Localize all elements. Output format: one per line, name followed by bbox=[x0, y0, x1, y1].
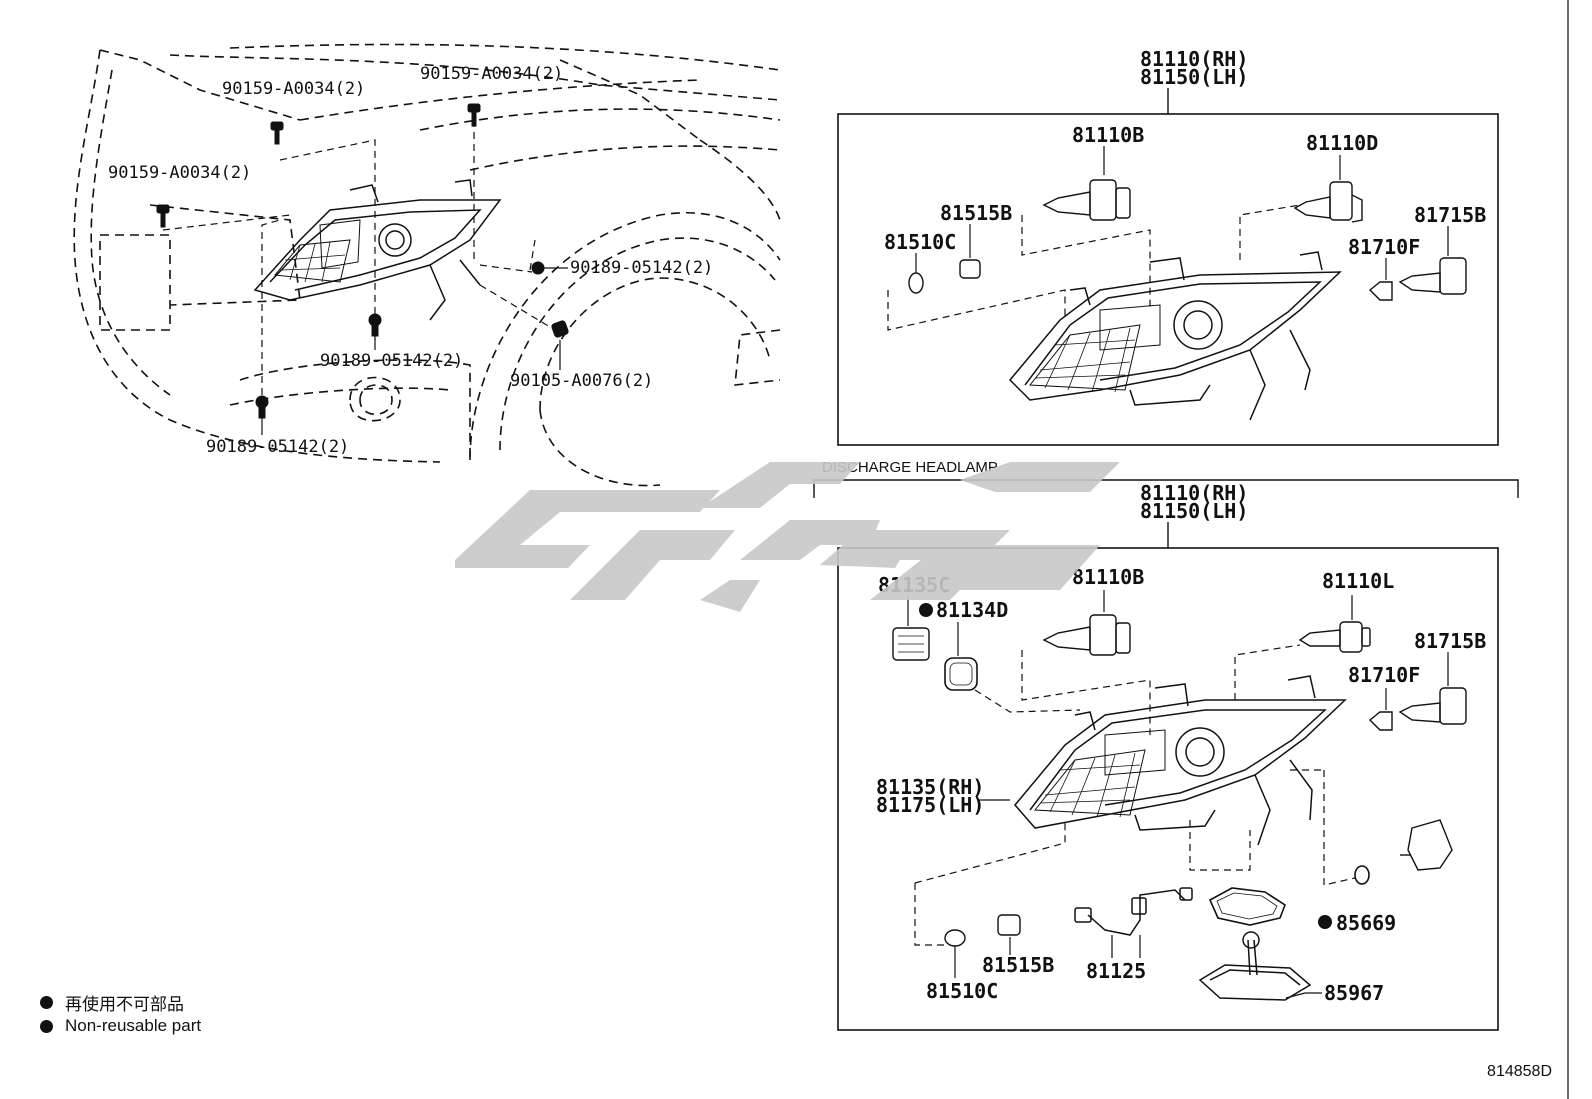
bulb-81510C-discharge bbox=[944, 929, 966, 947]
bulb-81110B-halogen bbox=[1042, 179, 1131, 221]
label-upper-6: 90189-05142(2) bbox=[206, 437, 349, 457]
upper-labels: 90159-A0034(2) 90159-A0034(2) 90159-A003… bbox=[108, 64, 713, 457]
legend-text-en: Non-reusable part bbox=[65, 1016, 202, 1035]
halogen-title-rh: 81110(RH) bbox=[1140, 47, 1248, 71]
bulb-81710F-halogen bbox=[1368, 281, 1393, 301]
discharge-part-81110L: 81110L bbox=[1322, 569, 1394, 593]
bullet-icon bbox=[40, 996, 53, 1009]
label-upper-4: 90189-05142(2) bbox=[320, 351, 463, 371]
discharge-heading: DISCHARGE HEADLAMP bbox=[822, 459, 998, 476]
bulb-81510C-halogen bbox=[908, 272, 924, 294]
bulb-81110B-discharge bbox=[1042, 614, 1131, 656]
socket-81515B-halogen bbox=[959, 259, 981, 279]
legend-line-1: 再使用不可部品 bbox=[40, 990, 184, 1015]
discharge-part-81515B: 81515B bbox=[982, 953, 1054, 977]
discharge-part-85669: 85669 bbox=[1336, 911, 1396, 935]
discharge-bracket bbox=[813, 479, 1519, 498]
discharge-part-81135RH: 81135(RH) bbox=[876, 775, 984, 799]
socket-81515B-discharge bbox=[997, 914, 1021, 936]
halogen-part-81515B: 81515B bbox=[940, 201, 1012, 225]
bulb-81110D-halogen bbox=[1293, 181, 1363, 223]
label-upper-3: 90189-05142(2) bbox=[570, 258, 713, 278]
halogen-part-81710F: 81710F bbox=[1348, 235, 1420, 259]
discharge-part-85967: 85967 bbox=[1324, 981, 1384, 1005]
ballast-85967 bbox=[1198, 931, 1312, 1001]
bulb-81110L-discharge bbox=[1298, 621, 1371, 653]
discharge-part-81110B: 81110B bbox=[1072, 565, 1144, 589]
upper-fasteners bbox=[156, 103, 569, 435]
bullet-icon bbox=[40, 1019, 53, 1033]
halogen-assembly: 81110(RH) 81150(LH) bbox=[837, 47, 1499, 446]
gasket-81134D bbox=[944, 657, 978, 691]
headlamp-illustration-upper bbox=[253, 179, 502, 321]
headlamp-body-halogen bbox=[1008, 251, 1342, 421]
oring-85669 bbox=[1354, 865, 1370, 885]
label-upper-1: 90159-A0034(2) bbox=[420, 64, 563, 84]
discharge-part-81510C: 81510C bbox=[926, 979, 998, 1003]
discharge-part-81125: 81125 bbox=[1086, 959, 1146, 983]
label-upper-0: 90159-A0034(2) bbox=[222, 79, 365, 99]
discharge-assembly: DISCHARGE HEADLAMP 81110(RH) 81150(LH) bbox=[813, 459, 1519, 1031]
discharge-part-81134D: 81134D bbox=[936, 598, 1008, 622]
legend-text-jp: 再使用不可部品 bbox=[65, 995, 184, 1014]
halogen-part-81110B: 81110B bbox=[1072, 123, 1144, 147]
socket-81715B-halogen bbox=[1398, 257, 1467, 295]
harness-81125 bbox=[1074, 887, 1193, 936]
socket-81715B-discharge bbox=[1398, 687, 1467, 725]
discharge-part-81175LH: 81175(LH) bbox=[876, 793, 984, 817]
legend-line-2: Non-reusable part bbox=[40, 1016, 201, 1036]
label-upper-5: 90105-A0076(2) bbox=[510, 371, 653, 391]
igniter-part bbox=[1400, 819, 1453, 871]
halogen-part-81510C: 81510C bbox=[884, 230, 956, 254]
vehicle-front-illustration bbox=[73, 43, 781, 487]
bulb-81710F-discharge bbox=[1368, 711, 1393, 731]
halogen-part-81110D: 81110D bbox=[1306, 131, 1378, 155]
discharge-part-81710F: 81710F bbox=[1348, 663, 1420, 687]
label-upper-2: 90159-A0034(2) bbox=[108, 163, 251, 183]
discharge-title-lh: 81150(LH) bbox=[1140, 499, 1248, 523]
watermark-logo bbox=[455, 462, 1120, 612]
halogen-part-81715B: 81715B bbox=[1414, 203, 1486, 227]
gasket-large bbox=[1208, 887, 1286, 926]
halogen-title-lh: 81150(LH) bbox=[1140, 65, 1248, 89]
connector-81135C bbox=[892, 627, 930, 661]
discharge-part-81715B: 81715B bbox=[1414, 629, 1486, 653]
diagram-code: 814858D bbox=[1487, 1063, 1552, 1080]
discharge-title-rh: 81110(RH) bbox=[1140, 481, 1248, 505]
headlamp-body-discharge bbox=[1014, 675, 1347, 846]
nonreusable-markers bbox=[919, 603, 1332, 929]
